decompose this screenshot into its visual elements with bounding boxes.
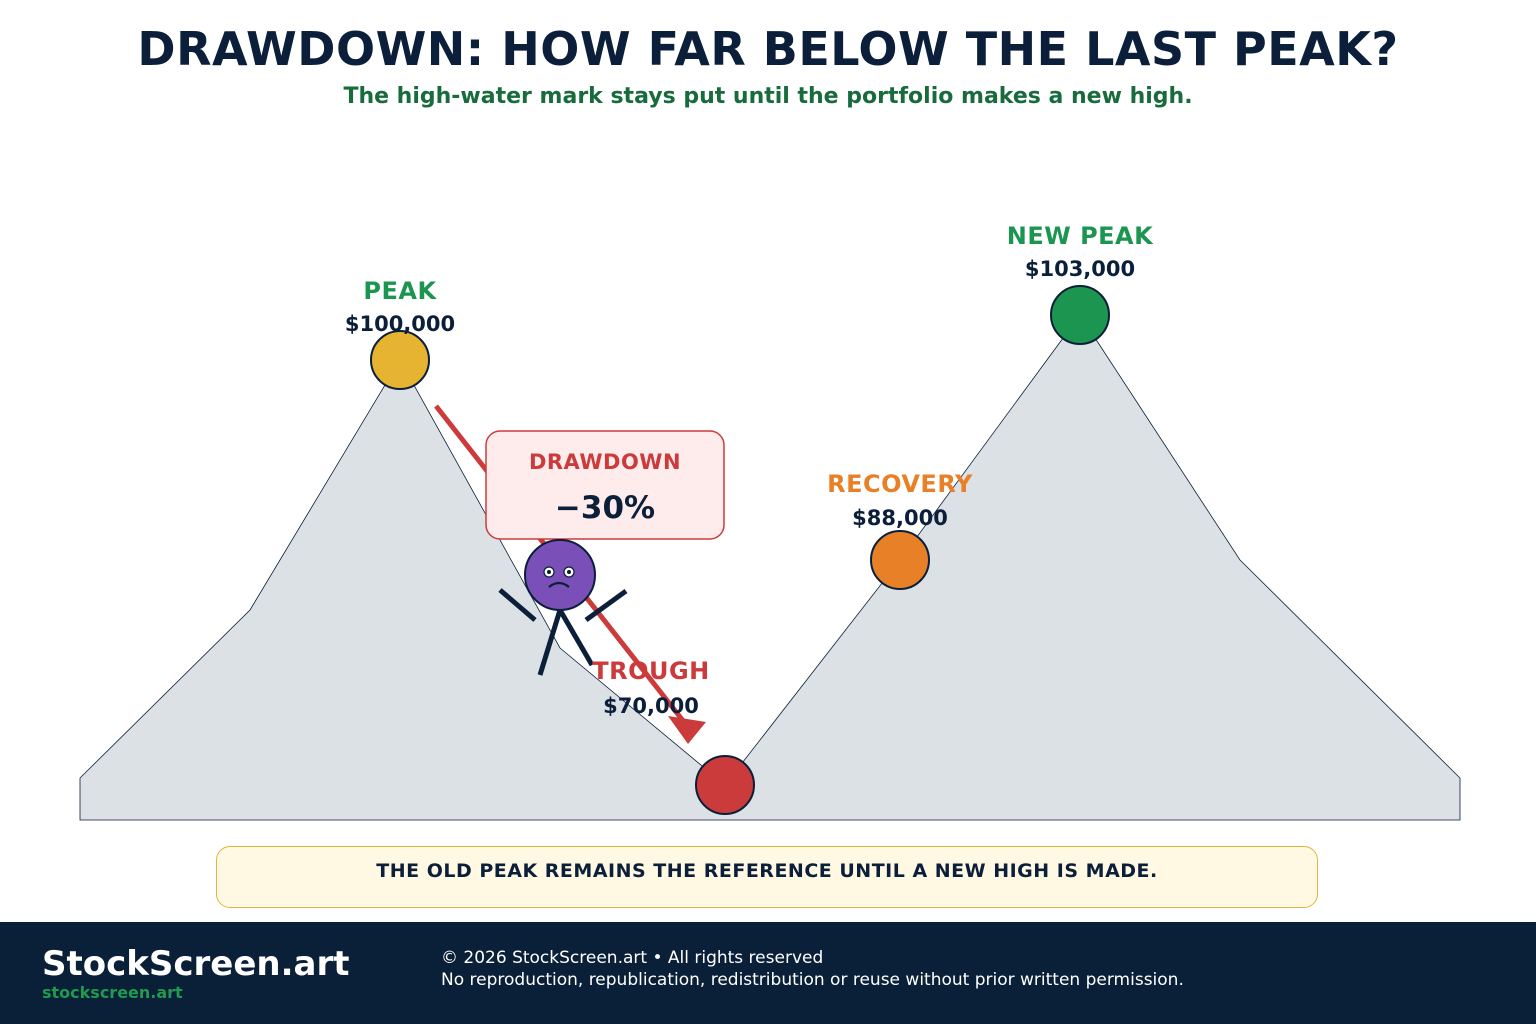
copyright-text: © 2026 StockScreen.art • All rights rese…: [441, 948, 824, 968]
drawdown-label: DRAWDOWN: [529, 450, 681, 474]
new-peak-value: $103,000: [1025, 257, 1135, 281]
reference-callout: THE OLD PEAK REMAINS THE REFERENCE UNTIL…: [216, 846, 1318, 908]
recovery-label: RECOVERY: [827, 470, 973, 498]
worried-stick-figure: [498, 539, 628, 676]
new-peak-label: NEW PEAK: [1007, 222, 1154, 250]
peak-label: PEAK: [363, 277, 437, 305]
drawdown-value: −30%: [555, 490, 655, 526]
mountain-shape: [79, 314, 1461, 821]
peak-value: $100,000: [345, 312, 455, 336]
drawdown-box: DRAWDOWN −30%: [485, 430, 725, 540]
page-title: DRAWDOWN: HOW FAR BELOW THE LAST PEAK?: [137, 22, 1399, 76]
recovery-value: $88,000: [852, 506, 948, 530]
recovery-marker: [870, 530, 930, 590]
peak-marker: [370, 330, 430, 390]
brand-name: StockScreen.art: [42, 944, 350, 984]
trough-marker: [695, 755, 755, 815]
trough-label: TROUGH: [592, 657, 710, 685]
rights-text: No reproduction, republication, redistri…: [441, 970, 1184, 990]
footer: StockScreen.art stockscreen.art © 2026 S…: [0, 922, 1536, 1024]
brand-url[interactable]: stockscreen.art: [42, 983, 183, 1002]
new-peak-marker: [1050, 285, 1110, 345]
trough-value: $70,000: [603, 694, 699, 718]
figure-head: [524, 539, 596, 611]
page-subtitle: The high-water mark stays put until the …: [343, 84, 1193, 109]
